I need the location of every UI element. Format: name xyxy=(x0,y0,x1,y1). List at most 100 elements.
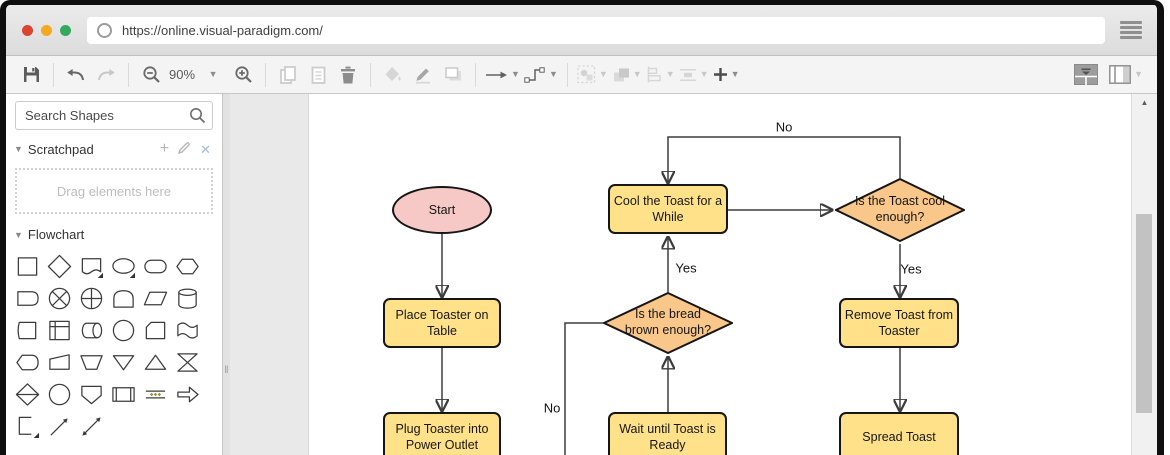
flow-node-cool-decision[interactable]: Is the Toast cool enough? xyxy=(835,178,965,242)
save-icon xyxy=(23,67,39,82)
vertical-scrollbar[interactable]: ▲ xyxy=(1131,94,1157,455)
save-button[interactable] xyxy=(18,61,44,89)
maximize-window-button[interactable] xyxy=(60,24,71,36)
fill-color-button[interactable] xyxy=(380,61,406,89)
palette-shape-terminator-icon[interactable] xyxy=(139,253,171,279)
palette-shape-paper-tape-icon[interactable] xyxy=(171,317,203,343)
chevron-down-icon: ▼ xyxy=(1134,69,1143,79)
diagram-canvas[interactable]: Start Place Toaster on Table Plug Toaste… xyxy=(230,94,1131,455)
palette-shape-decision-line-icon[interactable] xyxy=(11,381,43,407)
palette-shape-circle-icon[interactable] xyxy=(107,317,139,343)
format-panel-toggle-button[interactable] xyxy=(1073,61,1099,89)
shadow-button[interactable] xyxy=(440,61,466,89)
scratchpad-add-button[interactable]: + xyxy=(159,140,170,157)
flow-node-cool-toast[interactable]: Cool the Toast for a While xyxy=(608,184,728,234)
chevron-down-icon: ▼ xyxy=(511,69,520,79)
scrollbar-thumb[interactable] xyxy=(1136,214,1152,413)
scratchpad-hint: Drag elements here xyxy=(56,183,172,199)
palette-shape-delay-icon[interactable] xyxy=(11,285,43,311)
minimize-window-button[interactable] xyxy=(41,24,52,36)
delete-button[interactable] xyxy=(335,61,361,89)
zoom-out-icon xyxy=(142,66,160,83)
palette-shape-triangle-down-icon[interactable] xyxy=(107,349,139,375)
url-text[interactable]: https://online.visual-paradigm.com/ xyxy=(122,22,323,38)
edge-label-no-loop[interactable]: No xyxy=(775,119,793,135)
palette-shape-off-page-connector-icon[interactable] xyxy=(75,381,107,407)
selection-tool-dropdown[interactable]: ▼ xyxy=(577,61,608,89)
scratchpad-edit-button[interactable] xyxy=(178,141,191,157)
reload-icon[interactable] xyxy=(97,22,112,38)
palette-shape-transmission-icon[interactable] xyxy=(139,381,171,407)
flow-node-place-toaster[interactable]: Place Toaster on Table xyxy=(383,298,501,348)
address-bar[interactable]: https://online.visual-paradigm.com/ xyxy=(87,16,1105,44)
scratchpad-drop-zone[interactable]: Drag elements here xyxy=(15,168,213,214)
palette-shape-direct-data-icon[interactable] xyxy=(75,317,107,343)
palette-shape-loop-limit-icon[interactable] xyxy=(11,413,43,439)
connector-style-dropdown[interactable]: ▼ xyxy=(524,61,558,89)
align-dropdown[interactable]: ▼ xyxy=(646,61,675,89)
line-color-button[interactable] xyxy=(410,61,436,89)
flow-node-spread-toast[interactable]: Spread Toast xyxy=(839,412,959,455)
palette-shape-line-arrow-icon[interactable] xyxy=(43,413,75,439)
flowchart-section-header[interactable]: ▼ Flowchart xyxy=(6,216,222,247)
palette-shape-trapezoid-icon[interactable] xyxy=(75,349,107,375)
close-window-button[interactable] xyxy=(22,24,33,36)
search-shapes-input[interactable] xyxy=(15,101,213,130)
edge-label-no-bread[interactable]: No xyxy=(543,400,561,416)
palette-shape-predefined-process-icon[interactable] xyxy=(107,381,139,407)
palette-shape-parallelogram-icon[interactable] xyxy=(139,285,171,311)
palette-shape-card-left-icon[interactable] xyxy=(11,317,43,343)
edge-label-yes-cool[interactable]: Yes xyxy=(900,261,922,277)
search-icon xyxy=(189,107,206,129)
arrow-style-dropdown[interactable]: ▼ xyxy=(485,61,520,89)
arrange-order-dropdown[interactable]: ▼ xyxy=(612,61,642,89)
palette-shape-display-icon[interactable] xyxy=(11,349,43,375)
palette-shape-ellipse-icon[interactable] xyxy=(107,253,139,279)
scratchpad-close-button[interactable]: ✕ xyxy=(200,141,211,157)
layout-panel-dropdown[interactable]: ▼ xyxy=(1109,61,1143,89)
zoom-out-button[interactable] xyxy=(138,61,164,89)
sidebar-splitter[interactable]: ‖ xyxy=(223,94,230,455)
palette-shape-two-way-arrow-icon[interactable] xyxy=(75,413,107,439)
palette-shape-collate-icon[interactable] xyxy=(171,349,203,375)
zoom-level-dropdown[interactable]: ▼ xyxy=(200,61,226,89)
palette-shape-manual-operation-icon[interactable] xyxy=(43,349,75,375)
copy-button[interactable] xyxy=(275,61,301,89)
flow-node-bread-decision[interactable]: Is the bread brown enough? xyxy=(603,292,733,354)
scroll-up-arrow-icon[interactable]: ▲ xyxy=(1140,98,1149,107)
zoom-in-button[interactable] xyxy=(230,61,256,89)
scratchpad-section-header[interactable]: ▼ Scratchpad + ✕ xyxy=(6,130,222,162)
flow-node-plug-toaster[interactable]: Plug Toaster into Power Outlet xyxy=(383,412,501,455)
palette-shape-stored-data-icon[interactable] xyxy=(107,285,139,311)
fill-bucket-icon xyxy=(385,67,401,81)
distribute-dropdown[interactable]: ▼ xyxy=(679,61,709,89)
palette-shape-internal-storage-icon[interactable] xyxy=(43,317,75,343)
layout-panel-icon xyxy=(1109,65,1132,84)
palette-shape-rectangle-icon[interactable] xyxy=(11,253,43,279)
palette-shape-database-icon[interactable] xyxy=(171,285,203,311)
undo-button[interactable] xyxy=(63,61,89,89)
edge-label-yes-bread[interactable]: Yes xyxy=(675,260,697,276)
splitter-grip-icon: ‖ xyxy=(224,365,229,376)
palette-shape-arrow-right-icon[interactable] xyxy=(171,381,203,407)
palette-shape-circle-cross-icon[interactable] xyxy=(43,285,75,311)
browser-bar: https://online.visual-paradigm.com/ xyxy=(6,5,1157,56)
flow-node-start[interactable]: Start xyxy=(392,186,492,234)
redo-button[interactable] xyxy=(93,61,119,89)
copy-icon xyxy=(280,65,296,84)
palette-shape-diamond-icon[interactable] xyxy=(43,253,75,279)
browser-menu-icon[interactable] xyxy=(1120,21,1142,39)
editor-toolbar: 90% ▼ xyxy=(6,56,1157,94)
paste-button[interactable] xyxy=(305,61,331,89)
palette-shape-hexagon-icon[interactable] xyxy=(171,253,203,279)
flow-node-wait-toast[interactable]: Wait until Toast is Ready xyxy=(608,412,727,455)
palette-shape-connector-circle-icon[interactable] xyxy=(43,381,75,407)
flow-node-remove-toast[interactable]: Remove Toast from Toaster xyxy=(839,298,959,348)
shape-sidebar: ▼ Scratchpad + ✕ Drag elements here ▼ xyxy=(6,94,223,455)
palette-shape-document-icon[interactable] xyxy=(75,253,107,279)
palette-shape-triangle-up-icon[interactable] xyxy=(139,349,171,375)
palette-shape-card-icon[interactable] xyxy=(139,317,171,343)
insert-shape-dropdown[interactable]: ▼ xyxy=(713,61,739,89)
palette-shape-circle-plus-icon[interactable] xyxy=(75,285,107,311)
